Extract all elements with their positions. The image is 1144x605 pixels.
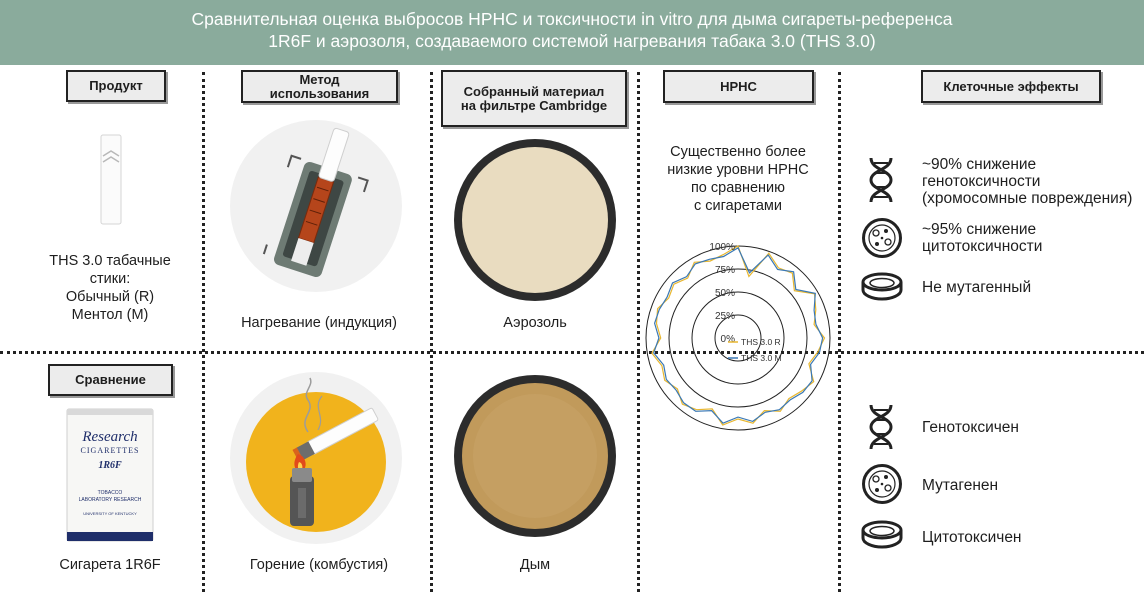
legend-label-ths-r: THS 3.0 R bbox=[741, 337, 781, 347]
ths-effect-2-line-2: цитотоксичности bbox=[922, 238, 1043, 255]
radar-tick-label: 75% bbox=[715, 265, 735, 276]
column-divider bbox=[637, 72, 640, 592]
header-material: Собранный материал на фильтре Cambridge bbox=[441, 70, 627, 127]
ref-method-label: Горение (комбустия) bbox=[249, 557, 389, 573]
pack-model: 1R6F bbox=[98, 460, 122, 471]
ths-product-line-2: стики: bbox=[89, 271, 131, 287]
column-divider bbox=[430, 72, 433, 592]
header-method-line-1: Метод bbox=[299, 71, 340, 87]
radar-series-group bbox=[651, 245, 826, 426]
pack-brand-sub: CIGARETTES bbox=[81, 446, 140, 455]
title-banner: Сравнительная оценка выбросов HPHC и ток… bbox=[0, 0, 1144, 65]
ths-effect-cytotoxicity: ~95% снижение цитотоксичности bbox=[922, 221, 1042, 255]
legend-label-ths-m: THS 3.0 M bbox=[741, 353, 782, 363]
header-method: Метод использования bbox=[241, 70, 398, 103]
ths-effect-1-line-2: генотоксичности bbox=[922, 173, 1041, 190]
pack-brand: Research bbox=[81, 429, 137, 445]
ths-product-line-3: Обычный (R) bbox=[65, 289, 155, 305]
ths-material-label: Аэрозоль bbox=[503, 315, 567, 331]
cell-culture-icon bbox=[862, 464, 902, 504]
radar-tick-label: 0% bbox=[721, 334, 736, 345]
ths-effect-mutagenicity: Не мутагенный bbox=[922, 279, 1032, 296]
header-comparison: Сравнение bbox=[48, 364, 173, 396]
pack-maker-2: LABORATORY RESEARCH bbox=[79, 497, 142, 503]
radar-tick-label: 100% bbox=[709, 242, 735, 253]
ref-effect-genotoxic: Генотоксичен bbox=[922, 419, 1019, 436]
ths-product-line-4: Ментол (M) bbox=[71, 307, 149, 323]
hphc-line-3: по сравнению bbox=[690, 180, 786, 196]
aerosol-filter-image bbox=[454, 139, 616, 301]
radar-series-line bbox=[653, 246, 824, 424]
header-cell-effects: Клеточные эффекты bbox=[921, 70, 1101, 103]
ths-effect-genotoxicity: ~90% снижение генотоксичности (хромосомн… bbox=[922, 156, 1132, 207]
pack-maker-1: TOBACCO bbox=[98, 490, 123, 496]
smoke-filter-image bbox=[454, 375, 616, 537]
ref-material-label: Дым bbox=[519, 557, 551, 573]
header-material-line-1: Собранный материал bbox=[463, 83, 605, 99]
ths-product-label: THS 3.0 табачные стики: Обычный (R) Мент… bbox=[10, 252, 210, 324]
ths-effect-1-line-3: (хромосомные повреждения) bbox=[922, 190, 1133, 207]
petri-dish-icon bbox=[861, 272, 903, 301]
hphc-line-4: с сигаретами bbox=[694, 198, 782, 214]
header-material-line-2: на фильтре Cambridge bbox=[460, 97, 608, 113]
ref-product-label: Сигарета 1R6F bbox=[59, 557, 161, 573]
radar-grid bbox=[645, 245, 831, 431]
pack-university: UNIVERSITY OF KENTUCKY bbox=[83, 511, 137, 516]
header-hphc: HPHC bbox=[663, 70, 814, 103]
radar-legend: THS 3.0 R THS 3.0 M bbox=[728, 337, 782, 363]
ref-effect-cytotoxic: Цитотоксичен bbox=[922, 529, 1022, 546]
radar-ring bbox=[645, 245, 831, 431]
ths-effect-2-line-1: ~95% снижение bbox=[922, 221, 1037, 238]
ref-effect-mutagenic: Мутагенен bbox=[922, 477, 999, 494]
heating-device-image bbox=[230, 120, 402, 292]
petri-dish-icon bbox=[861, 520, 903, 549]
header-method-line-2: использования bbox=[269, 85, 370, 101]
cell-culture-icon bbox=[862, 218, 902, 258]
radar-ring bbox=[691, 291, 785, 385]
title-line-2: 1R6F и аэрозоля, создаваемого системой н… bbox=[268, 31, 876, 51]
radar-series-line bbox=[651, 245, 826, 426]
ths-effect-1-line-1: ~90% снижение bbox=[922, 156, 1037, 173]
ths-stick-image bbox=[100, 134, 122, 225]
radar-tick-label: 50% bbox=[715, 288, 735, 299]
row-divider bbox=[0, 351, 1144, 354]
dna-icon bbox=[869, 157, 893, 203]
column-divider bbox=[838, 72, 841, 592]
radar-ring bbox=[714, 314, 762, 362]
radar-tick-labels: 0% 25% 50% 75% 100% bbox=[709, 242, 735, 345]
radar-ring bbox=[668, 268, 808, 408]
hphc-radar-chart: 0% 25% 50% 75% 100% THS 3.0 R THS 3.0 M bbox=[645, 242, 831, 431]
radar-tick-label: 25% bbox=[715, 311, 735, 322]
reference-cigarette-pack-image: Research CIGARETTES 1R6F TOBACCO LABORAT… bbox=[66, 408, 154, 542]
column-divider bbox=[202, 72, 205, 592]
hphc-line-2: низкие уровни HPHC bbox=[667, 162, 809, 178]
title-line-1: Сравнительная оценка выбросов HPHC и ток… bbox=[191, 9, 953, 29]
ths-method-label: Нагревание (индукция) bbox=[241, 315, 397, 331]
hphc-summary: Существенно более низкие уровни HPHC по … bbox=[640, 143, 836, 215]
header-product: Продукт bbox=[66, 70, 166, 102]
combustion-cigarette-image bbox=[230, 372, 402, 544]
dna-icon bbox=[869, 404, 893, 450]
ths-product-line-1: THS 3.0 табачные bbox=[49, 253, 171, 269]
hphc-line-1: Существенно более bbox=[670, 144, 806, 160]
